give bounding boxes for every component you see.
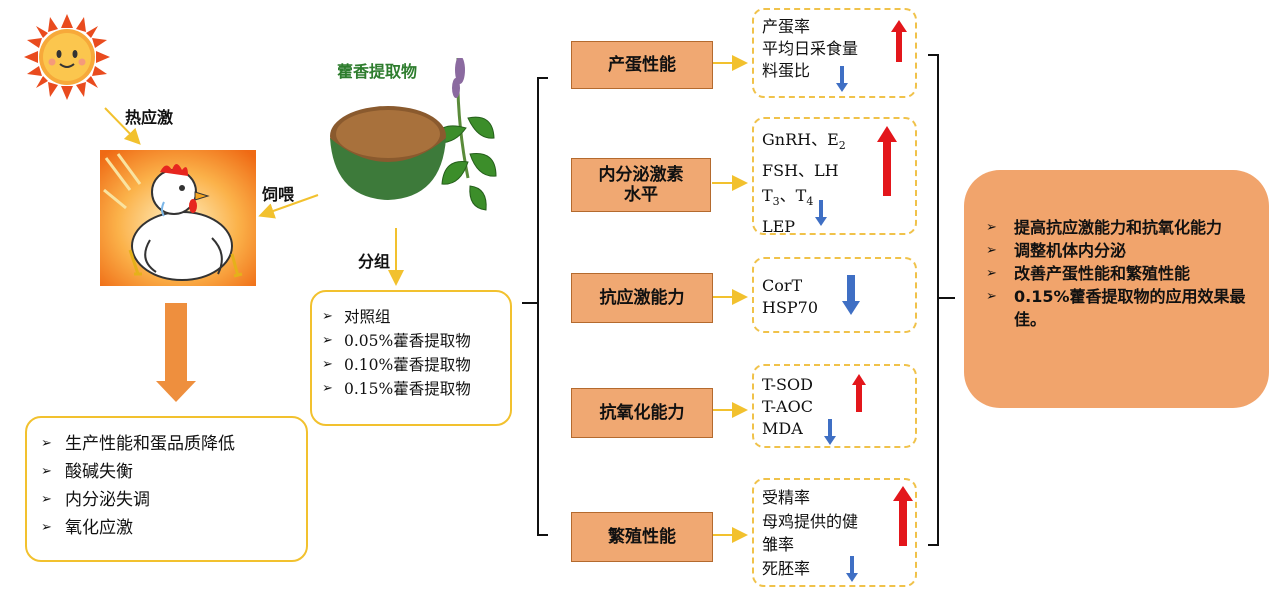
- left-bracket: [522, 77, 548, 536]
- group-item: ➢0.15%藿香提取物: [322, 380, 471, 398]
- extract-name-label: 藿香提取物: [337, 62, 418, 81]
- indicator-up: T-SOD: [762, 375, 813, 394]
- group-item: ➢对照组: [322, 308, 391, 326]
- right-bracket: [928, 54, 955, 546]
- conclusion-item: ➢调整机体内分泌: [986, 241, 1127, 260]
- arrow-down-icon: [836, 66, 848, 92]
- arrow-up-icon: [877, 126, 897, 196]
- detail-reproduction: 受精率 母鸡提供的健 雏率 死胚率: [752, 478, 917, 587]
- group-item: ➢0.05%藿香提取物: [322, 332, 471, 350]
- indicator-down: MDA: [762, 419, 803, 438]
- indicator-up: 受精率: [762, 488, 811, 507]
- feed-arrow: [258, 194, 319, 219]
- feeding-label: 饲喂: [262, 185, 295, 204]
- arrow-down-icon: [842, 275, 860, 315]
- stress-effect-item: ➢氧化应激: [41, 518, 133, 538]
- indicator-down: LEP: [762, 217, 796, 237]
- indicator-down: CorT: [762, 276, 803, 295]
- category-reproduction: 繁殖性能: [571, 512, 713, 562]
- detail-anti-stress: CorT HSP70: [752, 257, 917, 333]
- sun-icon: [24, 14, 110, 100]
- arrow-down-icon: [824, 419, 836, 445]
- conclusion-item: ➢0.15%藿香提取物的应用效果最佳。: [986, 287, 1246, 329]
- arrow-down-icon: [846, 556, 858, 582]
- stress-effect-item: ➢生产性能和蛋品质降低: [41, 434, 235, 454]
- category-endocrine: 内分泌激素水平: [571, 158, 711, 212]
- groups-box: ➢对照组 ➢0.05%藿香提取物 ➢0.10%藿香提取物 ➢0.15%藿香提取物: [310, 290, 512, 426]
- indicator-up: GnRH、E2: [762, 130, 846, 153]
- indicator-up: 母鸡提供的健: [762, 511, 859, 531]
- indicator-up: FSH、LH: [762, 161, 839, 181]
- category-egg-performance: 产蛋性能: [571, 41, 713, 89]
- herb-extract-icon: [330, 58, 497, 211]
- conclusion-item: ➢改善产蛋性能和繁殖性能: [986, 264, 1191, 283]
- detail-egg-performance: 产蛋率 平均日采食量 料蛋比: [752, 8, 917, 98]
- indicator-up: 产蛋率: [762, 17, 811, 36]
- arrow-up-icon: [852, 374, 866, 412]
- indicator-up: T3、T4: [762, 186, 814, 209]
- detail-antioxidant: T-SOD T-AOC MDA: [752, 364, 917, 448]
- stress-effect-item: ➢酸碱失衡: [41, 462, 133, 482]
- indicator-up: 雏率: [762, 535, 795, 554]
- stress-effects-box: ➢生产性能和蛋品质降低 ➢酸碱失衡 ➢内分泌失调 ➢氧化应激: [25, 416, 308, 562]
- indicator-down: 死胚率: [762, 558, 811, 578]
- big-down-arrow: [156, 303, 196, 402]
- conclusion-box: ➢提高抗应激能力和抗氧化能力 ➢调整机体内分泌 ➢改善产蛋性能和繁殖性能 ➢0.…: [964, 170, 1269, 408]
- indicator-down: 料蛋比: [762, 61, 811, 80]
- heat-stress-label: 热应激: [125, 108, 174, 127]
- stress-effect-item: ➢内分泌失调: [41, 490, 150, 510]
- chicken-heat-icon: [100, 150, 256, 286]
- group-item: ➢0.10%藿香提取物: [322, 356, 471, 374]
- arrow-down-icon: [815, 200, 827, 226]
- grouping-label: 分组: [358, 252, 391, 271]
- category-anti-stress: 抗应激能力: [571, 273, 713, 323]
- indicator-down: HSP70: [762, 298, 819, 317]
- arrow-up-icon: [891, 20, 907, 62]
- conclusion-item: ➢提高抗应激能力和抗氧化能力: [986, 218, 1223, 237]
- arrow-up-icon: [893, 486, 913, 546]
- category-antioxidant: 抗氧化能力: [571, 388, 713, 438]
- sun-to-chicken-arrow: [104, 107, 141, 145]
- indicator-up: 平均日采食量: [762, 39, 859, 58]
- indicator-up: T-AOC: [762, 397, 813, 416]
